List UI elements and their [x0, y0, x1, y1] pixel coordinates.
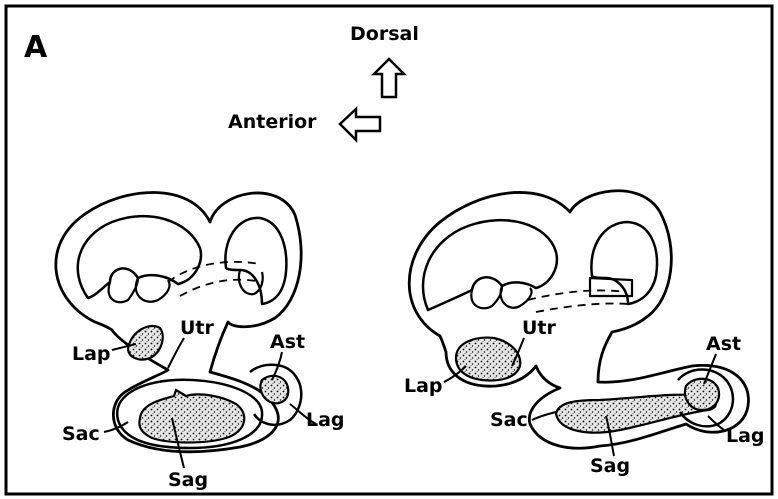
left-asteriscus — [260, 376, 288, 403]
right-lag-label: Lag — [726, 425, 765, 447]
right-utr-label: Utr — [522, 317, 557, 339]
right-lapillus — [456, 338, 520, 381]
right-ast-label: Ast — [706, 333, 741, 355]
left-utr-label: Utr — [180, 317, 215, 339]
right-sac-label: Sac — [490, 409, 528, 431]
left-lap-label: Lap — [72, 343, 111, 365]
panel-label: A — [24, 30, 48, 65]
left-lag-label: Lag — [306, 409, 345, 431]
dorsal-label: Dorsal — [350, 23, 419, 45]
left-sac-label: Sac — [62, 423, 100, 445]
right-lap-label: Lap — [404, 375, 443, 397]
left-ast-label: Ast — [270, 331, 305, 353]
left-sag-label: Sag — [168, 469, 208, 491]
right-asteriscus — [685, 379, 719, 410]
right-sag-label: Sag — [590, 455, 630, 477]
anterior-label: Anterior — [228, 111, 317, 133]
